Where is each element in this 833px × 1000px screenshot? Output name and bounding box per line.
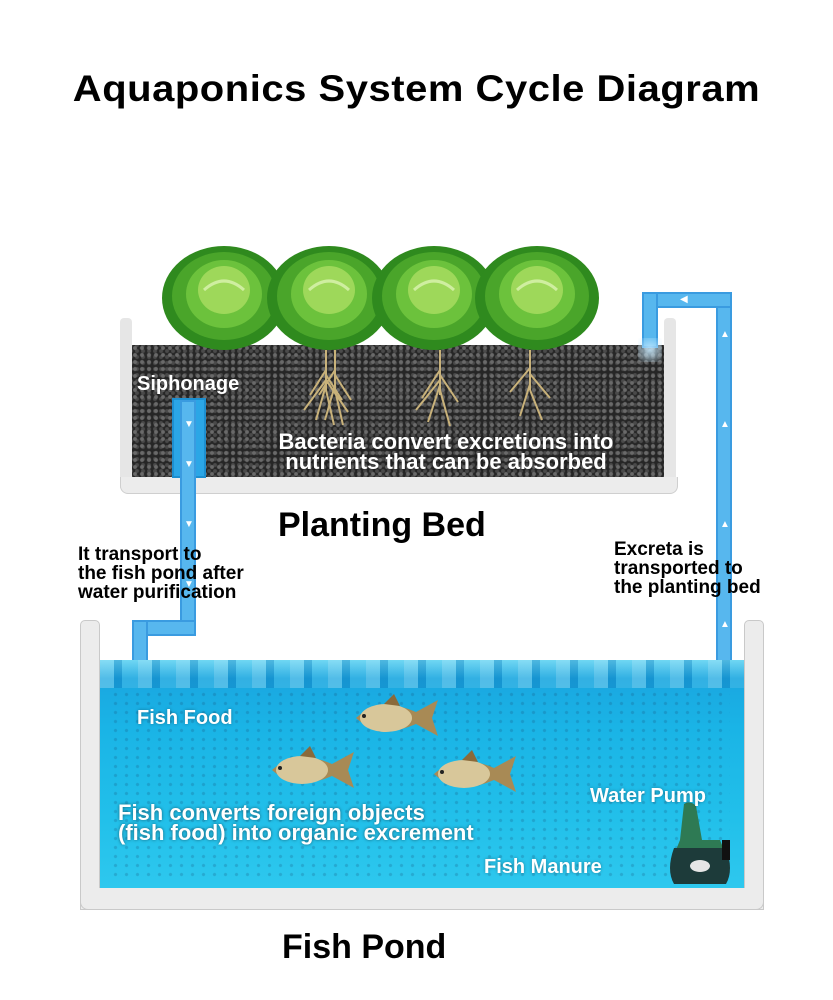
left-note: It transport to the fish pond after wate… xyxy=(78,545,244,602)
fish-manure-label: Fish Manure xyxy=(484,856,602,878)
right-note-line3: the planting bed xyxy=(614,577,761,598)
down-arrow-icon: ▼ xyxy=(184,579,194,590)
down-arrow-icon: ▼ xyxy=(184,459,194,470)
bacteria-note-line1: Bacteria convert excretions into xyxy=(278,429,614,454)
pond-base xyxy=(80,888,764,910)
cabbage-icon xyxy=(475,246,599,350)
pond-right-wall xyxy=(744,620,764,910)
conversion-note: Fish converts foreign objects (fish food… xyxy=(118,800,474,845)
gravel-media xyxy=(132,345,664,477)
bacteria-note: Bacteria convert excretions into nutrien… xyxy=(226,429,666,474)
diagram-title: Aquaponics System Cycle Diagram xyxy=(72,68,761,109)
bed-left-wall xyxy=(120,318,132,488)
fish-pond-heading: Fish Pond xyxy=(282,928,447,966)
roots-icon xyxy=(318,350,352,426)
up-arrow-icon: ▲ xyxy=(720,419,730,430)
up-arrow-icon: ▲ xyxy=(720,329,730,340)
bed-right-wall xyxy=(664,318,676,488)
water-surface xyxy=(100,660,744,688)
cabbage-icon xyxy=(162,246,286,350)
up-arrow-icon: ▲ xyxy=(720,619,730,630)
water-pump-label: Water Pump xyxy=(590,785,706,807)
pond-water xyxy=(100,660,744,888)
right-note: Excreta is transported to the planting b… xyxy=(614,540,761,597)
fish-food-label: Fish Food xyxy=(137,707,233,729)
cabbage-icon xyxy=(267,246,391,350)
down-arrow-icon: ▼ xyxy=(184,419,194,430)
roots-icon xyxy=(415,350,459,427)
down-arrow-icon: ▼ xyxy=(184,519,194,530)
bed-base xyxy=(120,477,678,494)
up-arrow-icon: ▲ xyxy=(720,519,730,530)
left-note-line1: It transport to xyxy=(78,544,202,565)
roots-icon xyxy=(509,350,551,421)
left-note-line2: the fish pond after xyxy=(78,563,244,584)
conversion-note-line2: (fish food) into organic excrement xyxy=(118,820,474,845)
conversion-note-line1: Fish converts foreign objects xyxy=(118,800,425,825)
pond-left-wall xyxy=(80,620,100,910)
inflow-splash xyxy=(638,338,662,362)
siphonage-label: Siphonage xyxy=(137,373,240,395)
right-note-line1: Excreta is xyxy=(614,539,704,560)
bacteria-note-line2: nutrients that can be absorbed xyxy=(285,449,607,474)
fish-icon xyxy=(434,750,516,792)
right-note-line2: transported to xyxy=(614,558,743,579)
fish-icon xyxy=(272,746,354,788)
cabbage-icon xyxy=(372,246,496,350)
left-note-line3: water purification xyxy=(78,582,237,603)
water-pump-icon xyxy=(670,802,730,884)
left-arrow-icon: ◀ xyxy=(680,294,688,305)
planting-bed-heading: Planting Bed xyxy=(278,506,486,544)
fish-icon xyxy=(356,694,438,736)
